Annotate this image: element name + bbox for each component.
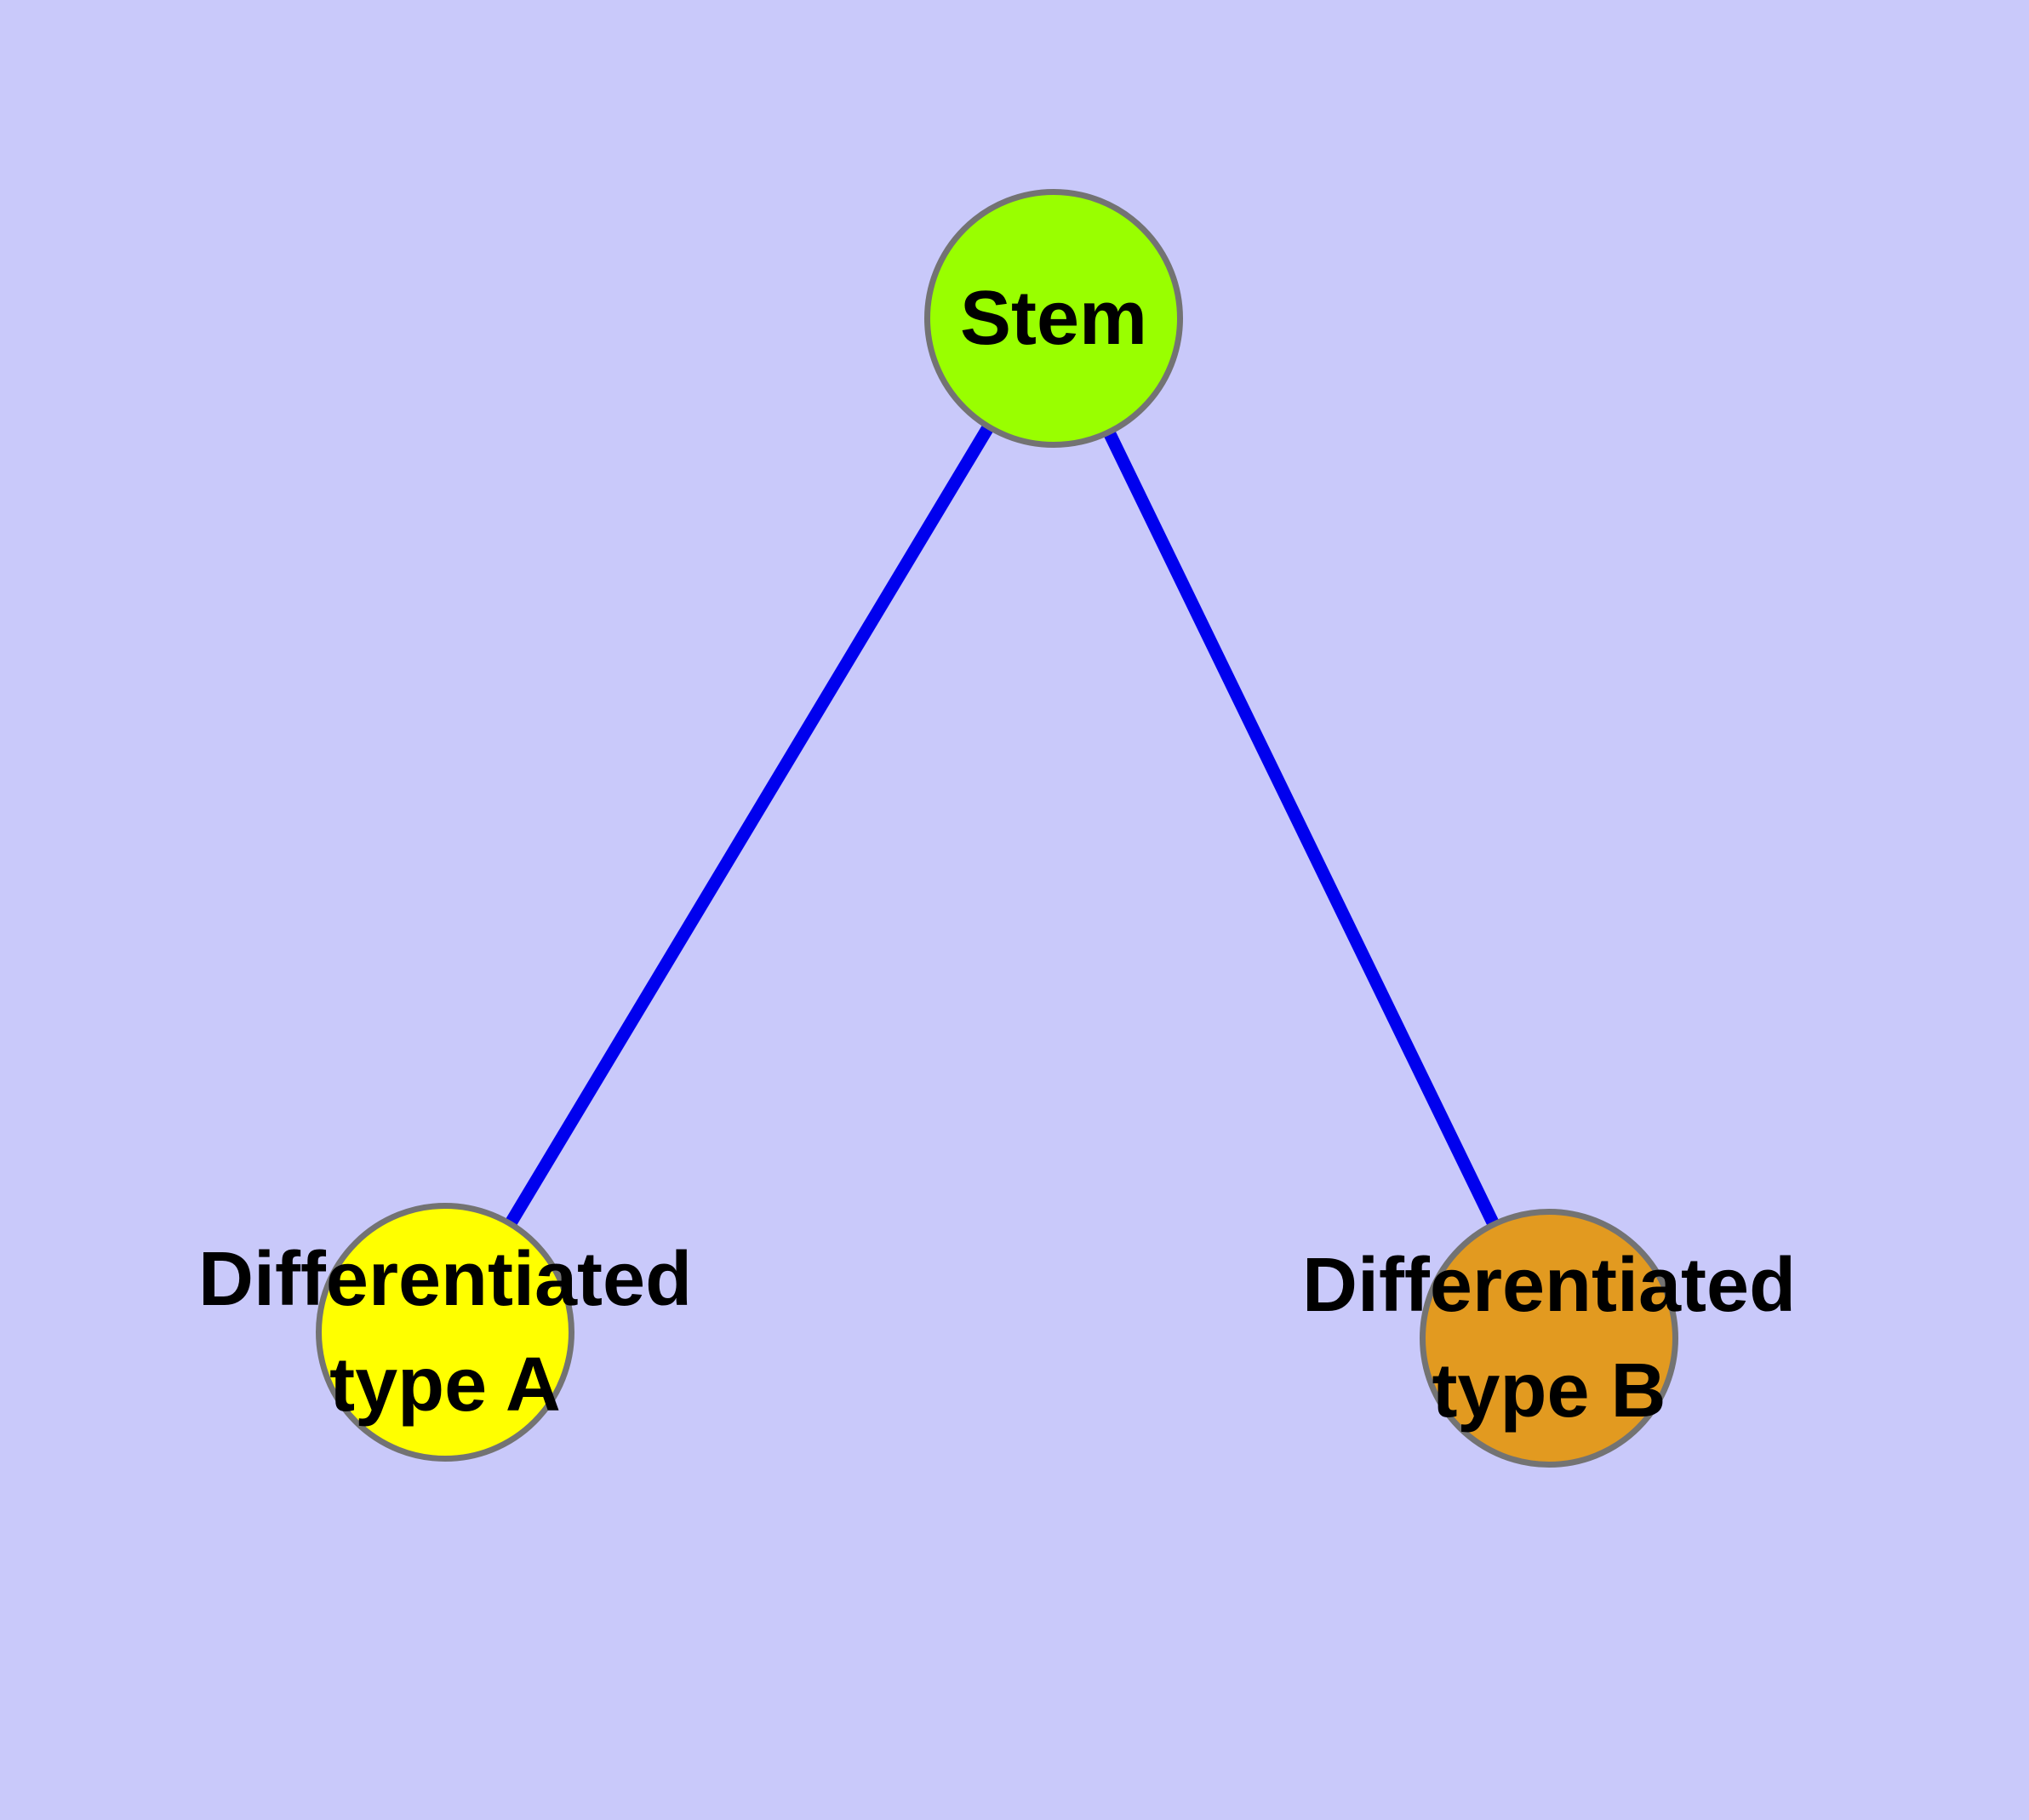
- node-differentiated-type-b-label: Differentiated type B: [1301, 1242, 1797, 1434]
- node-stem-label: Stem: [959, 275, 1148, 361]
- edge-stem-to-type-a: [439, 315, 1060, 1336]
- node-differentiated-type-a: [316, 1203, 574, 1462]
- node-stem: [924, 189, 1183, 448]
- edge-stem-to-type-b: [1048, 315, 1555, 1342]
- node-differentiated-type-a-label: Differentiated type A: [197, 1236, 693, 1428]
- node-differentiated-type-b: [1420, 1209, 1678, 1468]
